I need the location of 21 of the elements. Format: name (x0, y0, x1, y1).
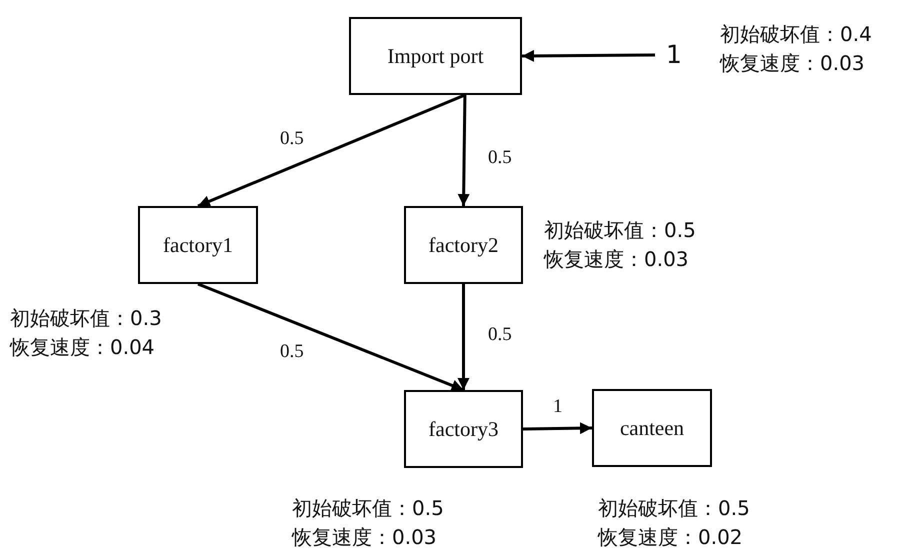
arrow (197, 94, 466, 208)
annotation-text: 恢复速度：0.02 (598, 524, 743, 551)
process-box: factory2 (404, 206, 523, 284)
arrow (197, 282, 464, 392)
process-box: factory3 (404, 390, 523, 468)
arrow (458, 284, 470, 390)
annotation-text: 初始破坏值：0.4 (720, 21, 872, 48)
arrow (522, 50, 656, 62)
annotation-text: 初始破坏值：0.5 (544, 217, 696, 244)
annotation-text: 初始破坏值：0.3 (10, 305, 162, 332)
annotation-text: 初始破坏值：0.5 (292, 495, 444, 522)
process-box: factory1 (138, 206, 258, 284)
annotation-text: 恢复速度：0.04 (10, 334, 155, 361)
process-box: canteen (592, 389, 712, 467)
annotation-text: 初始破坏值：0.5 (598, 495, 750, 522)
annotation-text: 恢复速度：0.03 (544, 246, 689, 273)
annotation-text: 恢复速度：0.03 (292, 524, 437, 551)
arrow (522, 422, 592, 434)
arrow (458, 94, 470, 206)
annotation-text: 恢复速度：0.03 (720, 50, 865, 77)
process-box: Import port (349, 17, 522, 95)
